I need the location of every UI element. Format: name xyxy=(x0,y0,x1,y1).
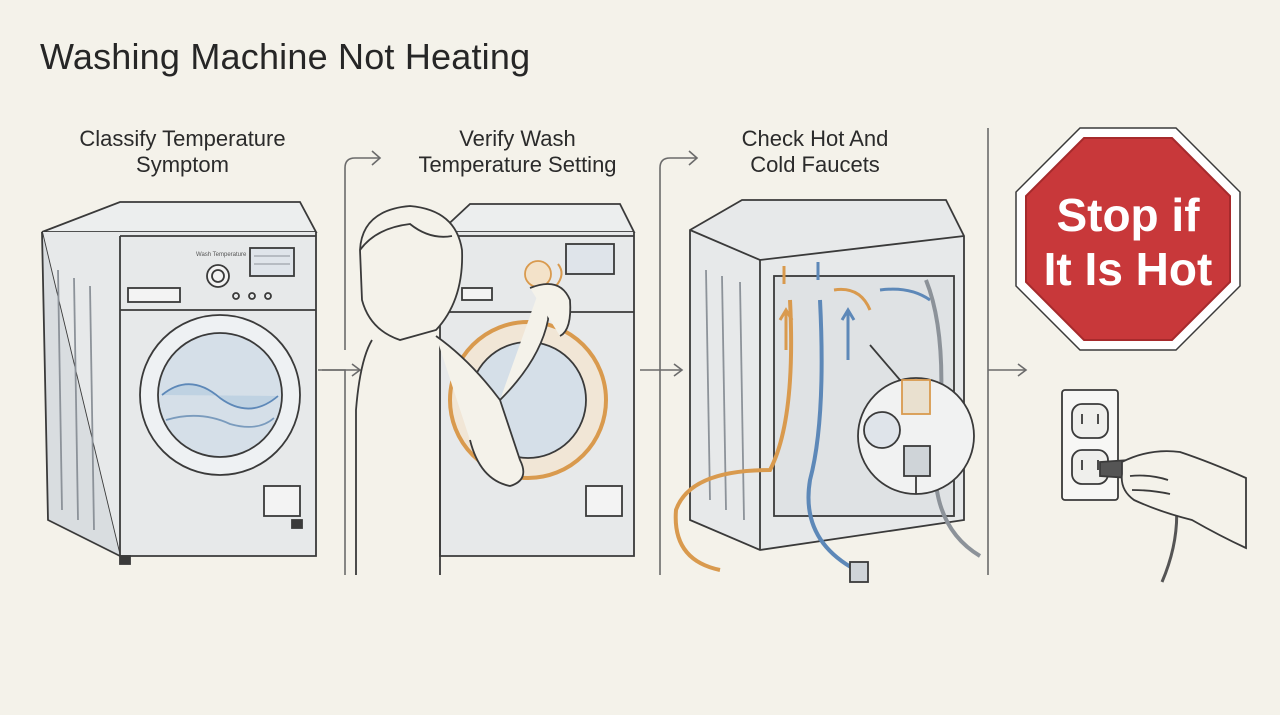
step-1-label-line2: Symptom xyxy=(136,152,229,177)
faucet-hoses-illustration xyxy=(673,199,982,583)
panel-label: Wash Temperature xyxy=(196,252,247,258)
step-3-label-line1: Check Hot And xyxy=(741,126,889,151)
page-title: Washing Machine Not Heating xyxy=(40,36,531,77)
person-adjusting-dial-illustration xyxy=(355,203,636,575)
step-connector-2 xyxy=(640,150,699,575)
step-connector-1 xyxy=(318,150,382,575)
stop-sign-line1: Stop if xyxy=(1056,189,1200,241)
step-3-label: Check Hot And Cold Faucets xyxy=(700,126,930,178)
wall-outlet-illustration xyxy=(1061,389,1179,583)
step-2-label-line2: Temperature Setting xyxy=(418,152,617,177)
step-3-label-line2: Cold Faucets xyxy=(750,152,880,177)
hand-unplugging-illustration xyxy=(1120,450,1247,550)
step-2-label: Verify Wash Temperature Setting xyxy=(395,126,640,178)
step-1-label: Classify Temperature Symptom xyxy=(50,126,315,178)
stop-sign xyxy=(1015,127,1241,351)
stop-sign-line2: It Is Hot xyxy=(1043,243,1213,295)
step-connector-3 xyxy=(987,128,1028,575)
washing-machine-illustration xyxy=(41,201,318,565)
step-2-label-line1: Verify Wash xyxy=(459,126,576,151)
step-1-label-line1: Classify Temperature xyxy=(79,126,286,151)
